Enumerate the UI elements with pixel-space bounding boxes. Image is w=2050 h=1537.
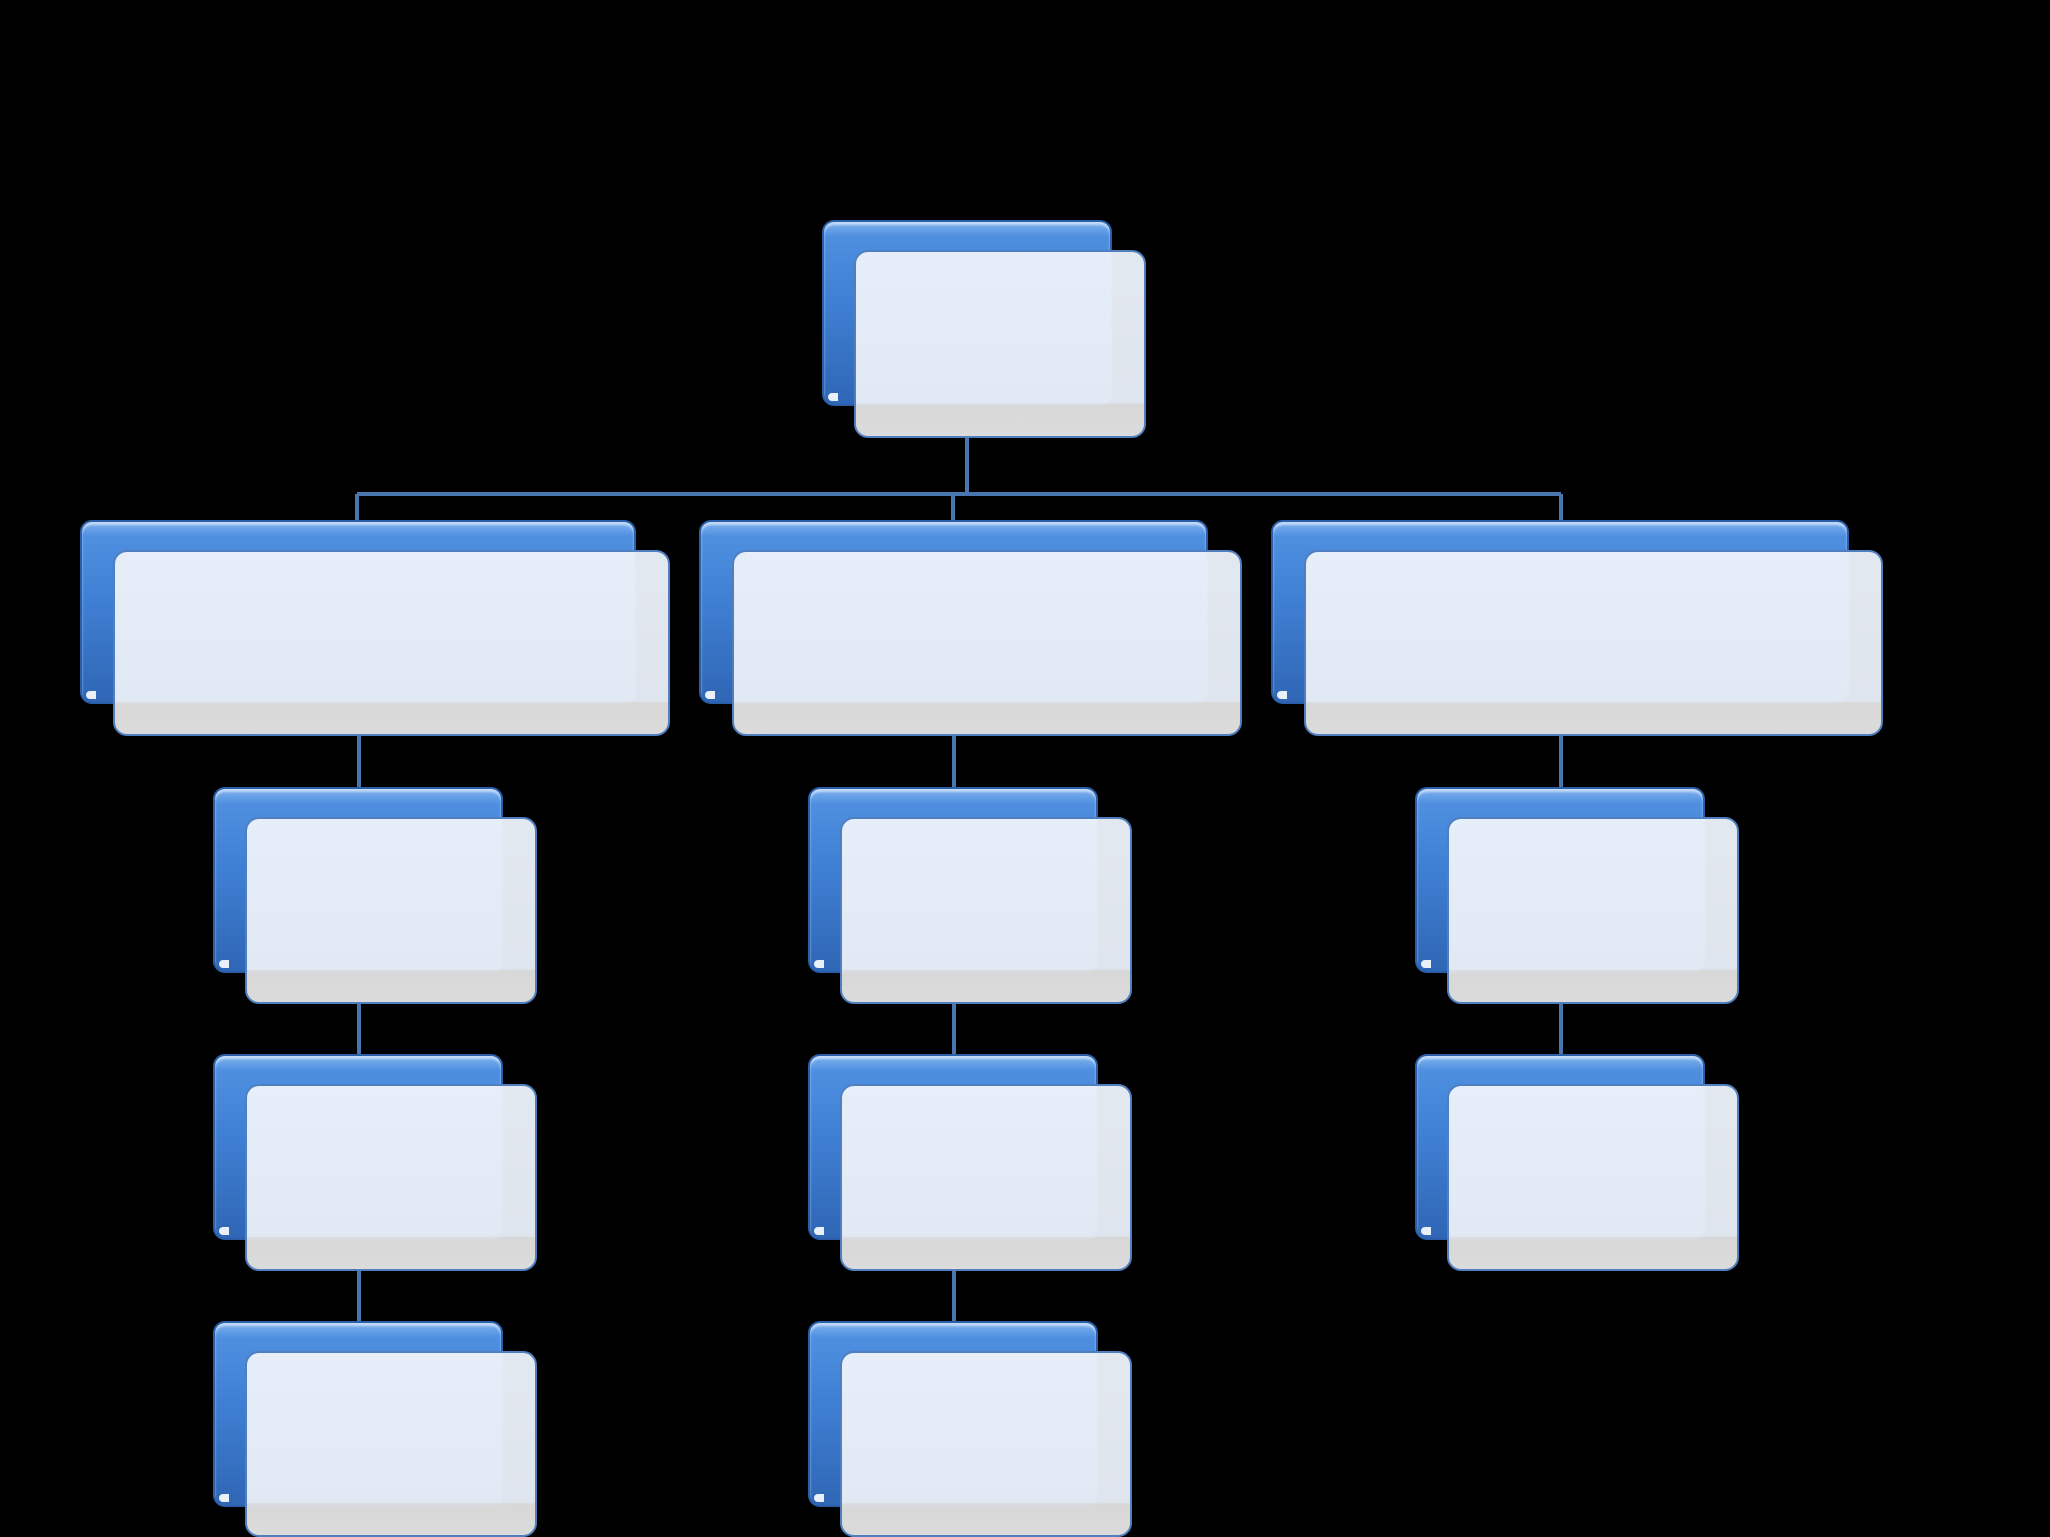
branch-node-3-label [1304,550,1883,736]
branch-node-2-label [732,550,1242,736]
child-node-3-1-label [1447,817,1739,1004]
root-node [822,220,1146,438]
child-node-2-3 [808,1321,1132,1537]
branch-node-1 [80,520,670,736]
child-node-1-3 [213,1321,537,1537]
branch-node-3 [1271,520,1883,736]
child-node-3-2 [1415,1054,1739,1271]
root-node-label [854,250,1146,438]
child-node-2-2-label [840,1084,1132,1271]
child-node-1-1 [213,787,537,1004]
child-node-3-1 [1415,787,1739,1004]
child-node-2-1-label [840,817,1132,1004]
child-node-2-2 [808,1054,1132,1271]
branch-node-1-label [113,550,670,736]
child-node-2-3-label [840,1351,1132,1537]
child-node-1-1-label [245,817,537,1004]
child-node-1-2 [213,1054,537,1271]
branch-node-2 [699,520,1242,736]
child-node-1-2-label [245,1084,537,1271]
child-node-1-3-label [245,1351,537,1537]
child-node-3-2-label [1447,1084,1739,1271]
child-node-2-1 [808,787,1132,1004]
